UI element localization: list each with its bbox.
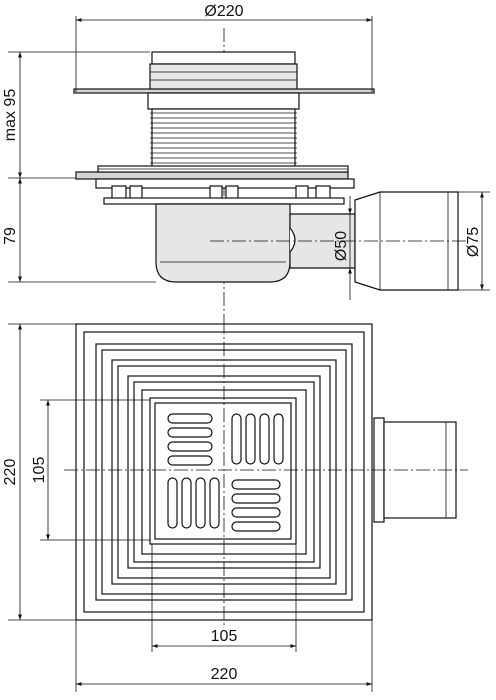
grate-slots [167, 413, 284, 532]
plan-view [64, 320, 468, 628]
top-collar [151, 51, 296, 65]
collar-band [147, 92, 300, 110]
plan-dimensions: 220 105 105 220 [2, 323, 373, 692]
extension-ribs [150, 112, 297, 164]
grate-frame [149, 397, 297, 545]
dim-grate-height: 105 [31, 457, 48, 484]
dim-grate-width: 105 [211, 628, 238, 645]
side-view [73, 28, 468, 320]
dim-plan-height: 220 [2, 459, 19, 486]
ribbed-extension [151, 108, 296, 170]
base-flange [75, 171, 349, 180]
dim-plan-width: 220 [211, 666, 238, 683]
dim-top-diameter: Ø220 [204, 3, 243, 20]
dim-outlet-inner: Ø50 [333, 231, 350, 261]
trap-body [155, 203, 291, 283]
dim-body-height: 79 [2, 227, 19, 245]
dim-outlet-outer: Ø75 [465, 227, 482, 257]
flange-lower-ring [103, 197, 345, 205]
grate-inner [154, 402, 292, 540]
flange-underside [95, 178, 355, 189]
flange-teeth [111, 185, 331, 201]
side-dimensions: Ø220 max 95 79 Ø50 Ø75 [2, 3, 490, 300]
dim-max-height: max 95 [2, 89, 19, 142]
upper-sleeve [149, 63, 298, 91]
